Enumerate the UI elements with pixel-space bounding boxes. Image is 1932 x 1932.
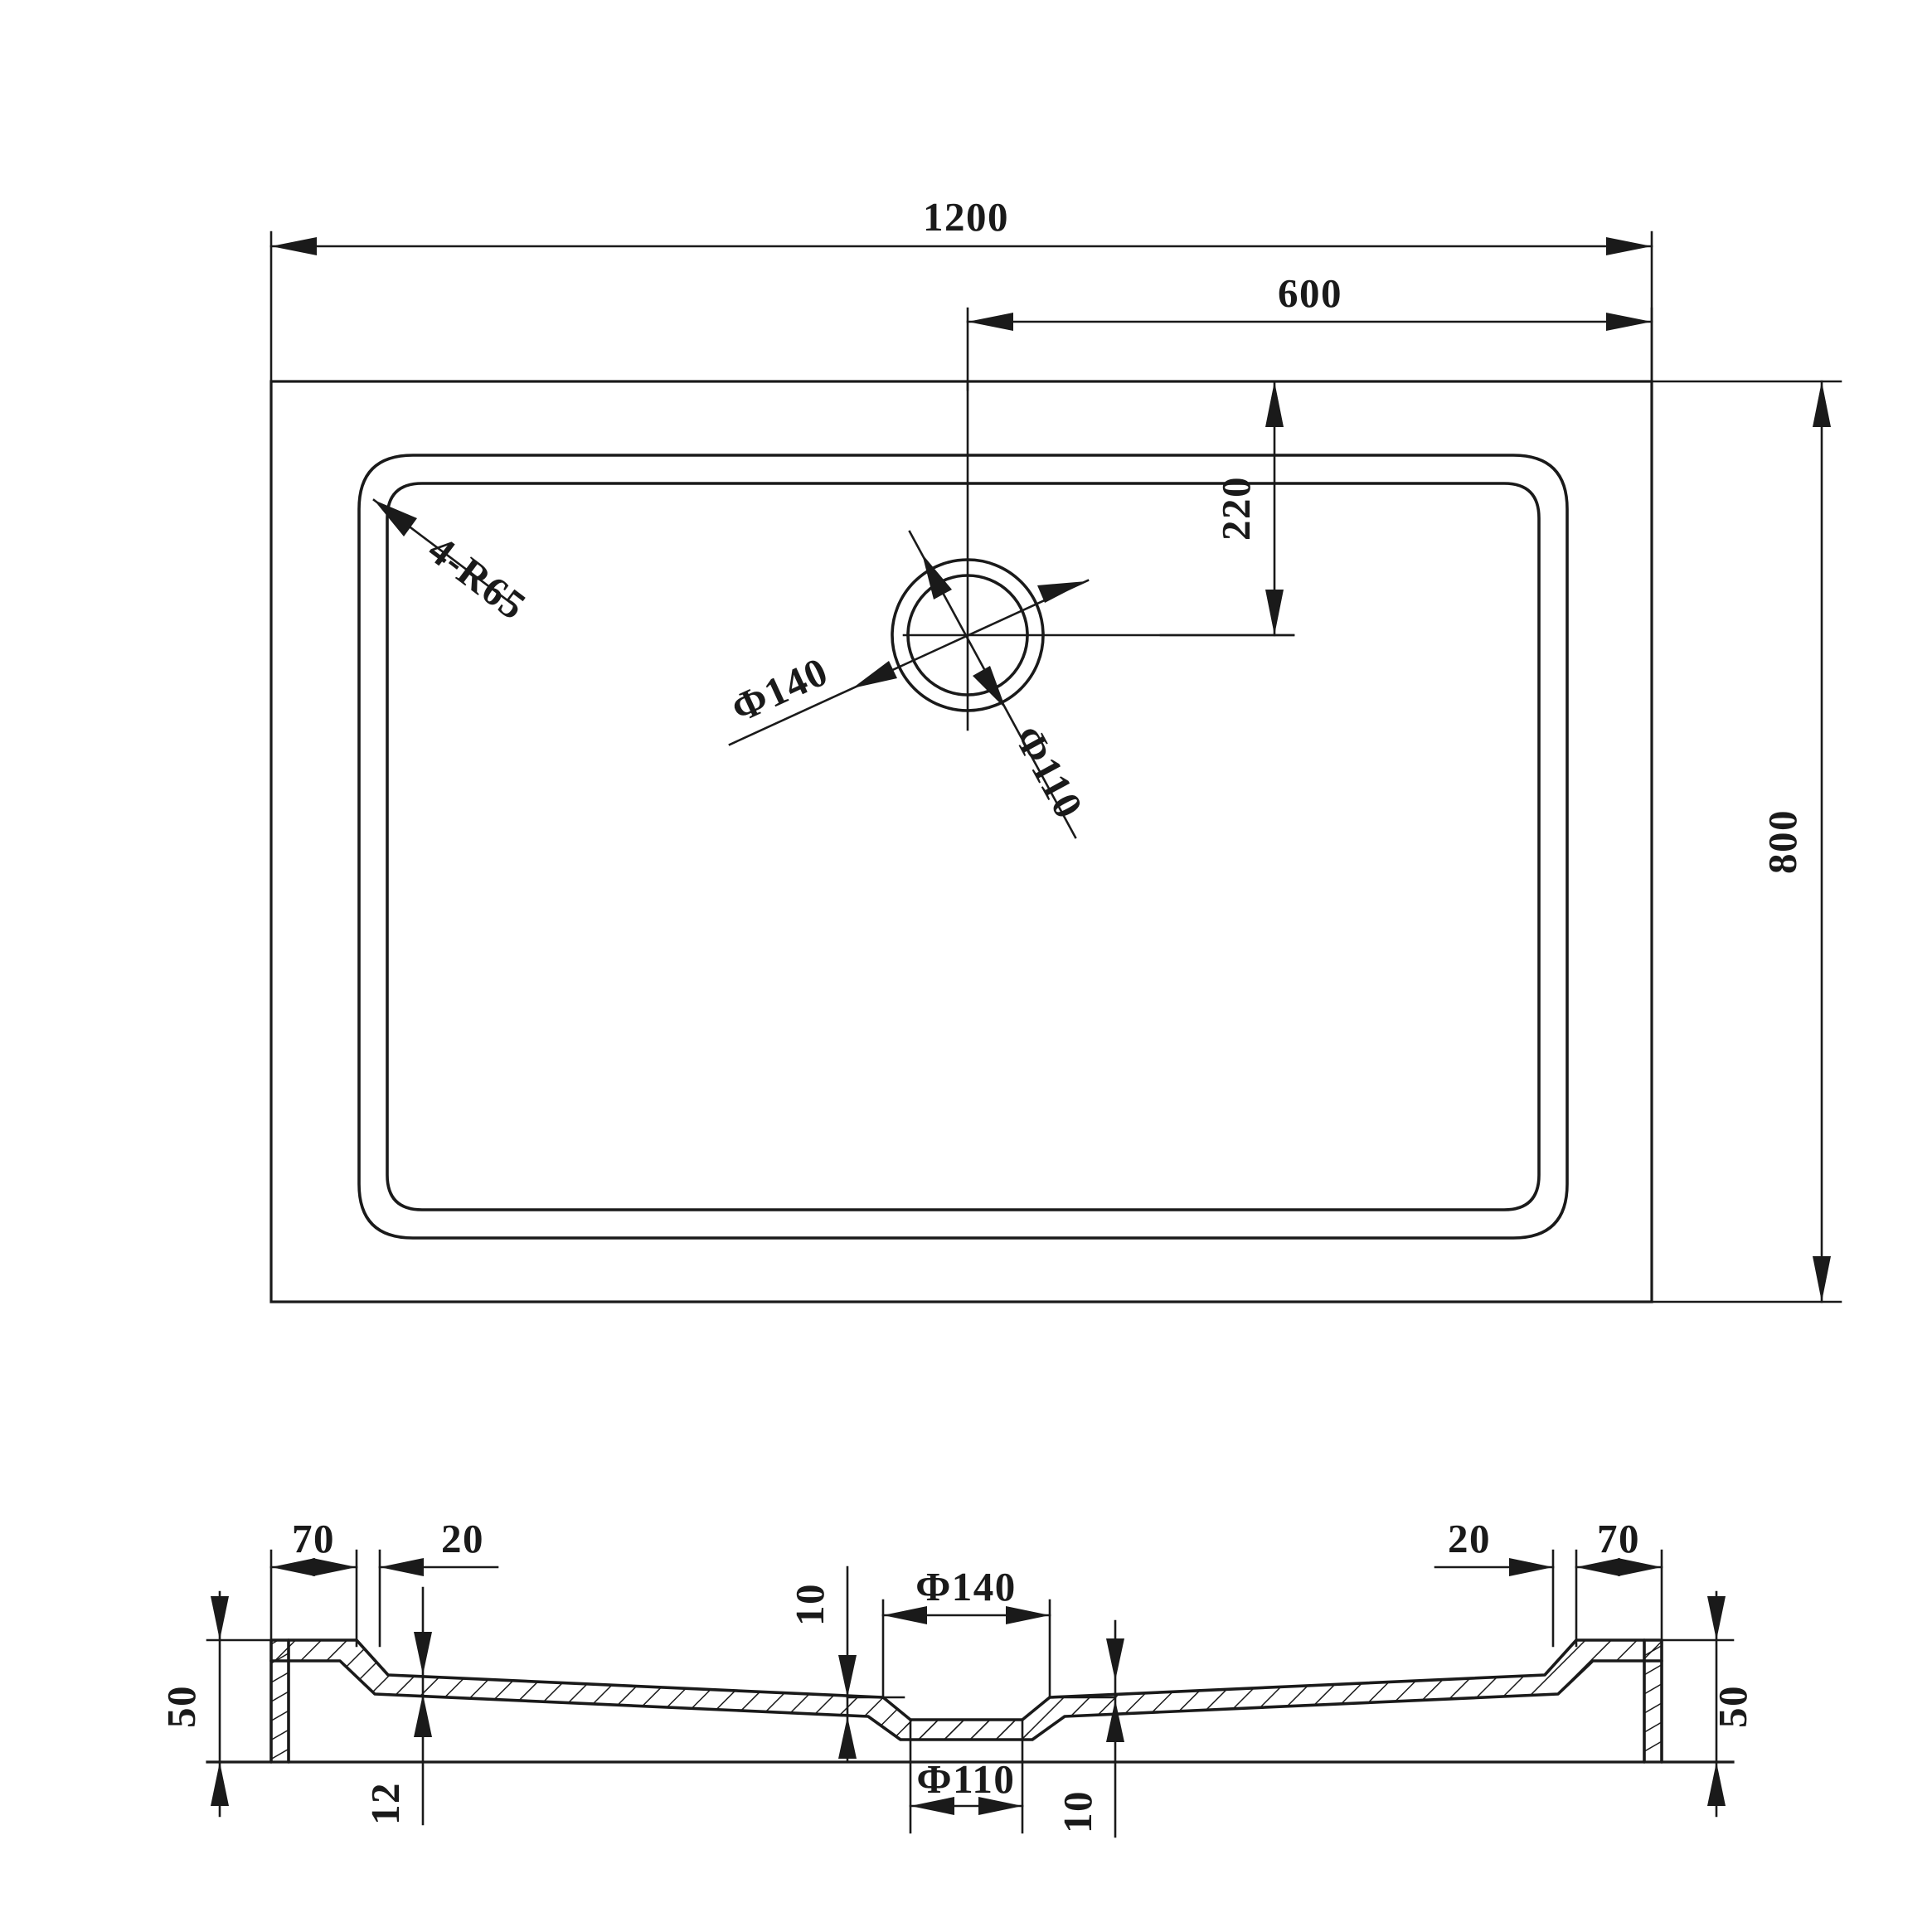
arrow-top-50-left	[211, 1596, 229, 1640]
arrow-bottom-800	[1813, 1256, 1831, 1302]
arrow-top-10-right	[1106, 1638, 1124, 1681]
section-dimension-70-left: 70	[269, 1516, 358, 1648]
section-hatch-left-wall	[271, 1640, 289, 1762]
plan-dimension-800: 800	[1650, 380, 1842, 1303]
section-hatch-right	[905, 1640, 1662, 1740]
section-dimension-10-left: 10	[787, 1566, 905, 1764]
section-dimension-10-right: 10	[1055, 1619, 1124, 1838]
arrow-right-70r	[1618, 1558, 1662, 1576]
section-dimension-12: 12	[362, 1586, 432, 1826]
arrow-4r65	[374, 500, 417, 536]
section-hatch-right-wall	[1644, 1640, 1662, 1762]
plan-dimension-220: 220	[1159, 380, 1295, 637]
arrow-left-1200	[271, 237, 317, 255]
dim-label-800: 800	[1760, 809, 1805, 874]
arrow-top-12	[414, 1632, 432, 1675]
plan-leader-corner-radius: 4-R65	[372, 498, 535, 629]
arrow-phi140-upper	[1037, 581, 1086, 603]
dim-label-70-right: 70	[1597, 1516, 1640, 1561]
arrow-top-10-left	[838, 1655, 857, 1697]
plan-basin-outer	[357, 454, 1569, 1240]
arrow-left-20	[380, 1558, 424, 1576]
dim-label-4r65: 4-R65	[420, 527, 535, 629]
dim-label-20-right: 20	[1448, 1516, 1491, 1561]
arrow-left-phi110	[910, 1797, 954, 1815]
dim-label-10-right: 10	[1055, 1790, 1100, 1833]
plan-outline	[269, 380, 1653, 1303]
arrow-top-800	[1813, 381, 1831, 427]
arrow-right-1200	[1606, 237, 1652, 255]
arrow-phi140-lower	[852, 661, 897, 688]
arrow-top-220	[1265, 381, 1284, 427]
section-dimension-20-right: 20	[1434, 1516, 1555, 1648]
arrow-top-50-right	[1707, 1596, 1726, 1640]
arrow-left-70r	[1576, 1558, 1620, 1576]
plan-basin-inner	[386, 482, 1541, 1211]
arrow-bottom-50-right	[1707, 1762, 1726, 1806]
arrow-bottom-50-left	[211, 1762, 229, 1806]
arrow-right-70	[313, 1558, 357, 1576]
plan-leader-drain-outer: Ф140	[725, 579, 1090, 746]
arrow-left-70	[271, 1558, 315, 1576]
arrow-right-phi110	[978, 1797, 1022, 1815]
arrow-phi110-lower	[973, 666, 1006, 709]
plan-dimension-1200: 1200	[269, 194, 1653, 390]
arrow-bottom-220	[1265, 590, 1284, 635]
leader-line-phi140	[728, 579, 1090, 746]
arrow-right-20r	[1509, 1558, 1553, 1576]
dim-label-1200: 1200	[923, 194, 1009, 240]
arrow-bottom-10-left	[838, 1716, 857, 1759]
section-bottom-profile	[269, 1659, 1663, 1741]
section-dimension-phi110: Ф110	[909, 1718, 1024, 1834]
section-dimension-50-right: 50	[1599, 1590, 1755, 1818]
arrow-bottom-10-right	[1106, 1700, 1124, 1742]
dim-label-phi110-section: Ф110	[917, 1756, 1016, 1802]
dim-label-12: 12	[362, 1782, 408, 1825]
section-dimension-20-left: 20	[378, 1516, 499, 1648]
arrow-bottom-12	[414, 1694, 432, 1737]
arrow-left-600	[968, 313, 1013, 331]
dim-label-50-left: 50	[158, 1685, 204, 1728]
arrow-right-phi140	[1006, 1606, 1050, 1624]
plan-dimension-600: 600	[966, 270, 1653, 391]
arrow-phi110-upper	[922, 554, 952, 600]
section-dimension-70-right: 70	[1575, 1516, 1663, 1648]
dim-label-220: 220	[1213, 476, 1259, 541]
dim-label-phi140-plan: Ф140	[725, 648, 835, 731]
dim-label-phi110-plan: Ф110	[1005, 718, 1092, 827]
dim-label-70-left: 70	[292, 1516, 335, 1561]
section-dimension-phi140: Ф140	[881, 1564, 1051, 1699]
dim-label-10-left: 10	[787, 1583, 833, 1626]
dim-label-20-left: 20	[441, 1516, 484, 1561]
dim-label-50-right: 50	[1710, 1685, 1755, 1728]
section-view: 50 70 20 12	[158, 1516, 1755, 1838]
arrow-right-600	[1606, 313, 1652, 331]
plan-view: 1200 600 220	[269, 194, 1842, 1303]
section-dimension-50-left: 50	[158, 1590, 337, 1818]
dim-label-phi140-section: Ф140	[915, 1564, 1017, 1609]
dim-label-600: 600	[1278, 270, 1342, 316]
arrow-left-phi140	[883, 1606, 927, 1624]
section-top-profile	[269, 1638, 1663, 1721]
